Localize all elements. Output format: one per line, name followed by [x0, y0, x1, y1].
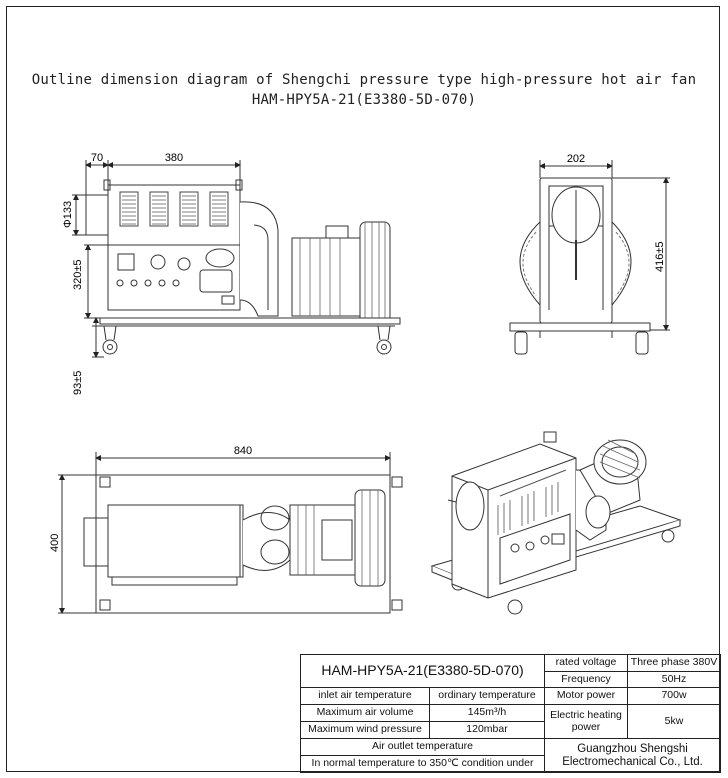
drawing-model-title: HAM-HPY5A-21(E3380-5D-070)	[251, 92, 477, 108]
spec-heating-power-value: 5kw	[627, 704, 721, 739]
dim-front-diameter: Φ133	[62, 201, 74, 228]
spec-model: HAM-HPY5A-21(E3380-5D-070)	[300, 654, 545, 688]
spec-motor-power-value: 700w	[627, 687, 721, 705]
dim-side-height: 416±5	[654, 241, 666, 272]
top-view	[58, 452, 403, 614]
dim-front-width: 380	[165, 152, 183, 164]
drawing-title: Outline dimension diagram of Shengchi pr…	[31, 72, 697, 88]
spec-max-wind-pressure-label: Maximum wind pressure	[300, 721, 430, 739]
spec-inlet-temp-label: inlet air temperature	[300, 687, 430, 705]
spec-rated-voltage-value: Three phase 380V	[627, 654, 721, 672]
spec-outlet-temp-value: In normal temperature to 350℃ condition …	[300, 755, 545, 773]
isometric-view	[430, 431, 682, 615]
dim-front-height: 320±5	[72, 259, 84, 290]
spec-inlet-temp-value: ordinary temperature	[429, 687, 545, 705]
spec-table: HAM-HPY5A-21(E3380-5D-070) rated voltage…	[300, 654, 721, 773]
spec-heating-power-label: Electric heating power	[544, 704, 628, 739]
spec-frequency-value: 50Hz	[627, 671, 721, 688]
front-view	[72, 160, 401, 358]
dim-front-inlet: 70	[91, 152, 103, 164]
spec-max-air-volume-value: 145m³/h	[429, 704, 545, 722]
dim-side-width: 202	[567, 153, 585, 165]
side-view	[509, 160, 670, 355]
spec-company: Guangzhou Shengshi Electromechanical Co.…	[544, 738, 721, 773]
spec-frequency-label: Frequency	[544, 671, 628, 688]
dim-top-length: 840	[234, 445, 252, 457]
spec-outlet-temp-label: Air outlet temperature	[300, 738, 545, 756]
spec-rated-voltage-label: rated voltage	[544, 654, 628, 672]
dim-top-width: 400	[49, 534, 61, 552]
spec-max-wind-pressure-value: 120mbar	[429, 721, 545, 739]
spec-motor-power-label: Motor power	[544, 687, 628, 705]
spec-max-air-volume-label: Maximum air volume	[300, 704, 430, 722]
outline-drawings: 70 380 Φ133 320±5 93±5 202 416±5	[49, 152, 682, 615]
dim-front-base: 93±5	[72, 371, 84, 395]
